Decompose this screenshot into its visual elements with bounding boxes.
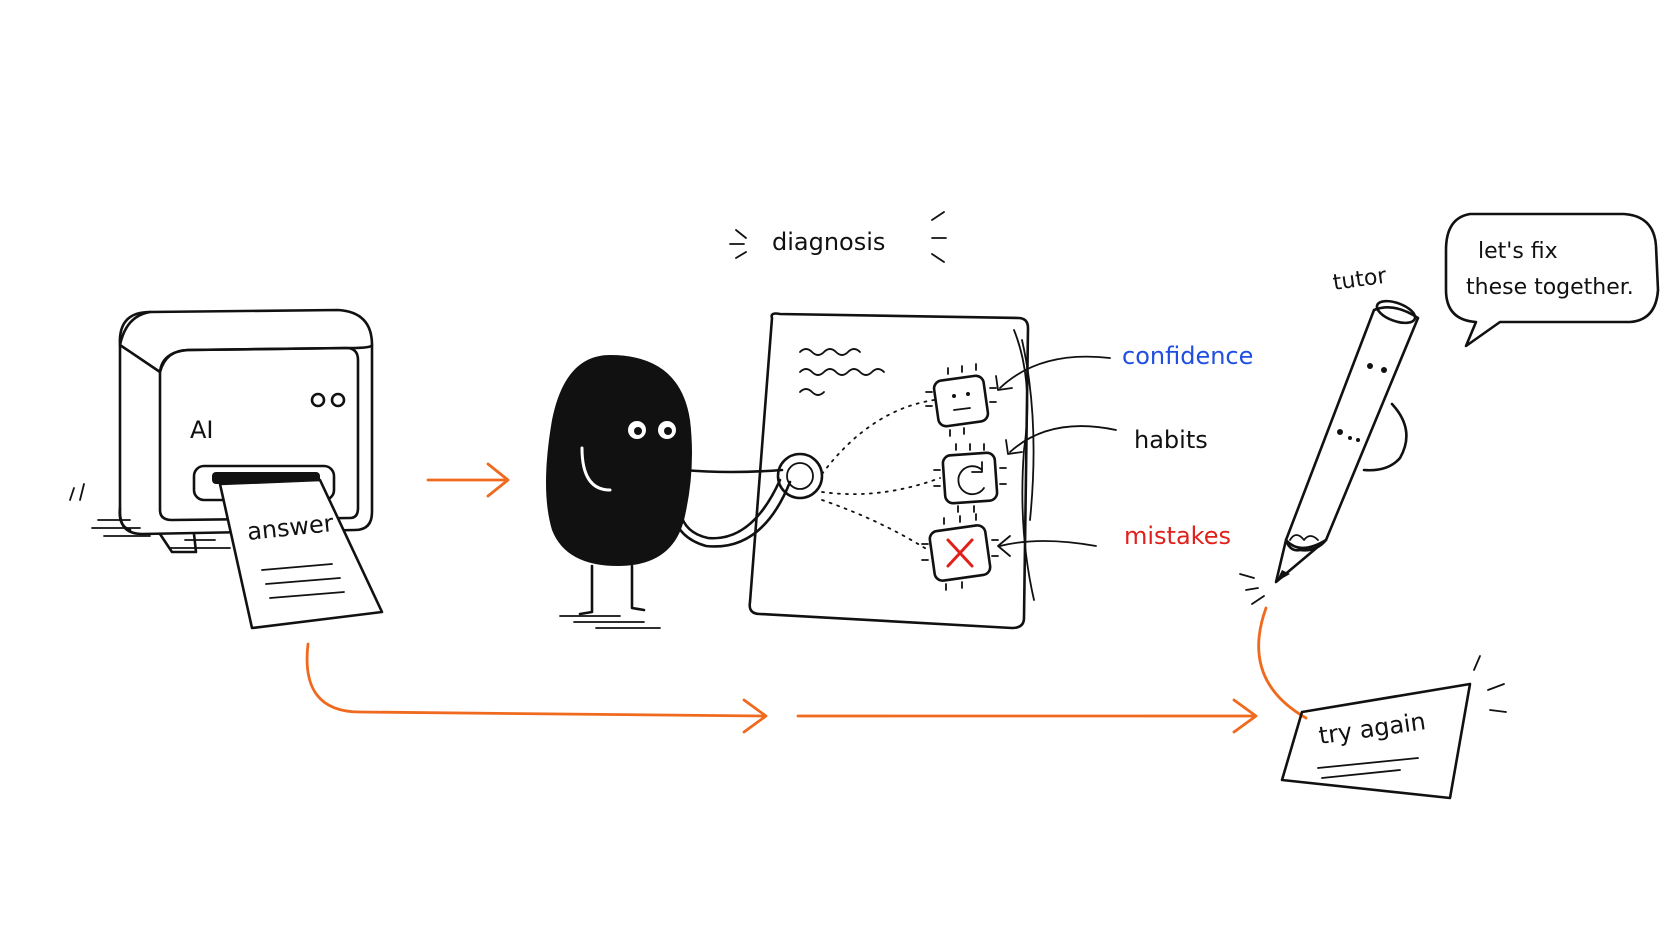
signal-habits: habits: [1006, 426, 1208, 454]
printer-screen-label: AI: [190, 416, 214, 444]
character-pupil: [634, 427, 642, 435]
ai-printer: AI answer: [70, 310, 382, 628]
connector-dotted-confidence: [822, 400, 934, 474]
character-arm: [684, 470, 782, 472]
tutor-label: tutor: [1331, 264, 1389, 296]
printer-top: [120, 312, 372, 372]
character-legs: [580, 566, 644, 614]
pencil-tutor: tutor let's fix these together.: [1240, 214, 1658, 604]
pencil-tip-sparkle: [1240, 574, 1264, 604]
character-pupil: [664, 427, 672, 435]
face-chip-icon: [926, 364, 996, 436]
try-again-card: try again: [1282, 656, 1506, 798]
pencil-dot: [1337, 429, 1343, 435]
pencil-top: [1374, 297, 1418, 328]
pencil-eye-icon: [1381, 367, 1387, 373]
diagnosis-title: diagnosis: [772, 228, 885, 256]
pencil-to-card-curve: [1259, 608, 1306, 718]
pencil-dot: [1348, 436, 1352, 440]
signal-label-confidence: confidence: [1122, 342, 1253, 370]
diagnosis-document: diagnosis: [730, 212, 1034, 628]
x-chip-icon: [922, 514, 998, 590]
printer-knob-icon: [332, 394, 344, 406]
character-body: [546, 355, 692, 566]
card-underline: [1318, 758, 1418, 778]
signal-label-mistakes: mistakes: [1124, 522, 1231, 550]
bypass-arrow: [307, 644, 1256, 732]
stethoscope-chest-piece-icon: [778, 454, 822, 498]
printer-vibration-marks: [70, 484, 84, 500]
signal-mistakes: mistakes: [998, 522, 1231, 556]
pencil-dot: [1356, 438, 1360, 442]
pencil-body: [1286, 307, 1418, 548]
printer-knob-icon: [312, 394, 324, 406]
pencil-arm: [1364, 404, 1406, 470]
signal-confidence: confidence: [996, 342, 1253, 390]
arrow-to-diagnosis: [428, 464, 508, 496]
speech-line-2: these together.: [1466, 275, 1634, 300]
refresh-chip-icon: [934, 444, 1006, 512]
printer-feet: [120, 508, 196, 552]
speech-line-1: let's fix: [1478, 239, 1558, 264]
connector-dotted-mistakes: [822, 500, 928, 550]
card-label: try again: [1317, 707, 1427, 750]
connector-dotted-habits: [822, 478, 940, 494]
pencil-wood-lines: [1290, 535, 1318, 540]
pencil-eye-icon: [1367, 363, 1373, 369]
doctor-character: [546, 355, 822, 628]
document-scribbles: [800, 349, 884, 395]
stethoscope-chest-piece-inner: [787, 463, 813, 489]
character-shadow: [560, 616, 660, 628]
signal-label-habits: habits: [1134, 426, 1208, 454]
document-page: [750, 314, 1028, 629]
card-sparkle: [1474, 656, 1506, 712]
